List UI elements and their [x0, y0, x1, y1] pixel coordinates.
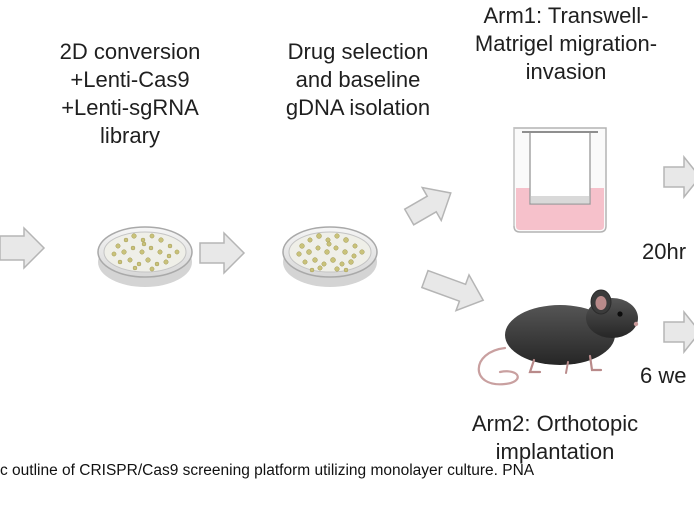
- arrow-right-icon: [420, 269, 485, 312]
- petri-dish-icon: [282, 226, 378, 287]
- arrow-right-icon: [403, 186, 452, 226]
- arm1-label: Arm1: Transwell- Matrigel migration- inv…: [474, 3, 658, 84]
- arrow-right-icon: [0, 226, 46, 270]
- arm1-time-label: 20hr: [642, 239, 687, 264]
- arrow-right-icon: [663, 154, 694, 200]
- diagram-artwork: [0, 127, 694, 386]
- petri-dish-icon: [97, 226, 193, 287]
- transwell-insert-icon: [513, 127, 607, 233]
- arrow-right-icon: [663, 309, 694, 355]
- step-selection-label: Drug selection and baseline gDNA isolati…: [285, 39, 431, 120]
- arrow-right-icon: [199, 231, 246, 275]
- figure-caption: c outline of CRISPR/Cas9 screening platf…: [0, 462, 535, 479]
- arm2-time-label: 6 we: [640, 363, 687, 388]
- mouse-icon: [477, 289, 639, 386]
- arm2-label: Arm2: Orthotopic implantation: [471, 411, 639, 464]
- step-conversion-label: 2D conversion +Lenti-Cas9 +Lenti-sgRNA l…: [59, 39, 201, 148]
